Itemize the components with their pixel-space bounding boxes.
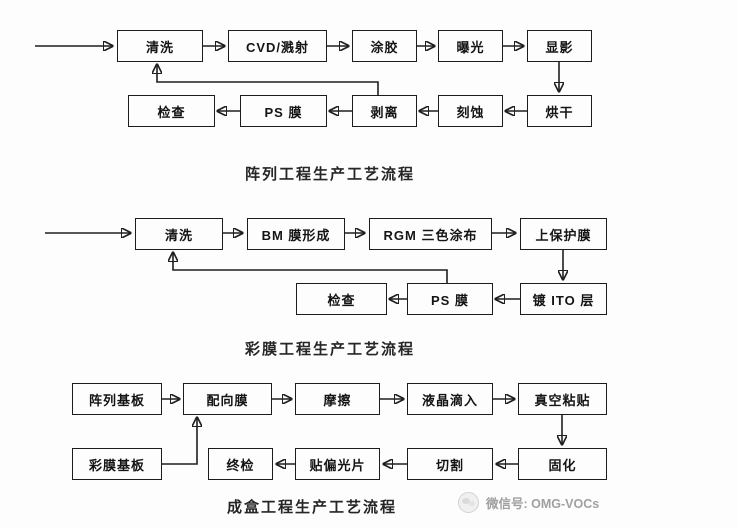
- flow-node-boli: 剥离: [352, 95, 417, 127]
- arrow-caimo-peixiang: [162, 418, 197, 465]
- flow-node-baoguang: 曝光: [438, 30, 503, 62]
- flow-node-tie-pianguang: 贴偏光片: [295, 448, 380, 480]
- flow-node-bm-mo: BM 膜形成: [247, 218, 345, 250]
- flow-node-ps-mo2: PS 膜: [407, 283, 493, 315]
- flow-node-moca: 摩擦: [295, 383, 380, 415]
- flow-node-qingxi: 清洗: [117, 30, 203, 62]
- flow-node-zhenlie-jiban: 阵列基板: [72, 383, 162, 415]
- flow-node-yejing-diru: 液晶滴入: [407, 383, 493, 415]
- flow-node-keshi: 刻蚀: [438, 95, 503, 127]
- wechat-icon: [458, 492, 479, 513]
- arrow-feedback-psmo-qingxi: [173, 253, 448, 283]
- flow-node-qiege: 切割: [407, 448, 493, 480]
- flow-node-honggan: 烘干: [527, 95, 592, 127]
- flow-node-rgm-tubu: RGM 三色涂布: [369, 218, 492, 250]
- flow-node-cvd: CVD/溅射: [228, 30, 327, 62]
- flow-node-jiancha2: 检查: [296, 283, 387, 315]
- flow-node-peixiangmo: 配向膜: [183, 383, 272, 415]
- flow-node-jiancha: 检查: [128, 95, 215, 127]
- watermark: 微信号: OMG-VOCs: [458, 492, 599, 513]
- flow-node-zhenkong: 真空粘贴: [518, 383, 607, 415]
- flow-node-qingxi2: 清洗: [135, 218, 223, 250]
- flow-node-guhua: 固化: [518, 448, 607, 480]
- flow-node-du-ito: 镀 ITO 层: [520, 283, 607, 315]
- flow-node-tujiao: 涂胶: [352, 30, 417, 62]
- watermark-text: 微信号: OMG-VOCs: [486, 497, 600, 511]
- chart-title-color-filter: 彩膜工程生产工艺流程: [244, 341, 415, 358]
- flow-node-xianying: 显影: [527, 30, 592, 62]
- flow-node-zhongjian: 终检: [208, 448, 273, 480]
- chart-title-array: 阵列工程生产工艺流程: [244, 166, 415, 183]
- flow-node-caimo-jiban: 彩膜基板: [72, 448, 162, 480]
- chart-title-cell-assembly: 成盒工程生产工艺流程: [226, 499, 397, 516]
- arrow-feedback-boli-qingxi: [157, 65, 379, 95]
- flow-node-baohumo: 上保护膜: [520, 218, 607, 250]
- flow-node-ps-mo: PS 膜: [240, 95, 327, 127]
